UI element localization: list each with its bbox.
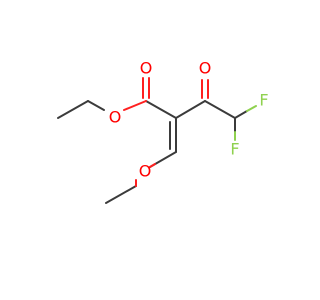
bond-enol-o-vinyl-c-red — [149, 163, 156, 168]
bond-enol-ch2-ch3 — [105, 185, 137, 204]
atom-f-bottom: F — [230, 140, 239, 159]
atom-labels: O O O O F F — [109, 59, 269, 181]
carbon-bonds — [57, 100, 236, 204]
bond-ester-o-c — [123, 100, 147, 111]
bond-ester-ch3-ch2 — [57, 100, 89, 119]
bond-ketone-c-chf2 — [204, 100, 236, 119]
atom-o-ester-single: O — [109, 108, 122, 127]
atom-o-enol-ether: O — [139, 162, 152, 181]
fluorine-bonds — [234, 105, 257, 141]
atom-o-ketone: O — [199, 59, 212, 78]
atom-o-ester-carbonyl: O — [140, 59, 153, 78]
bond-chf2-f-top-green — [246, 105, 257, 112]
atom-f-top: F — [259, 91, 268, 110]
oxygen-bonds — [123, 77, 209, 187]
bond-ester-c-alpha-c — [145, 100, 177, 119]
molecule-structure-diagram: O O O O F F — [57, 59, 269, 204]
molecule-structure-canvas: O O O O F F — [57, 58, 269, 204]
bond-alpha-c-ketone-c — [175, 100, 206, 119]
bond-chf2-f-top — [234, 110, 248, 119]
bond-ester-ch2-o — [87, 100, 105, 111]
